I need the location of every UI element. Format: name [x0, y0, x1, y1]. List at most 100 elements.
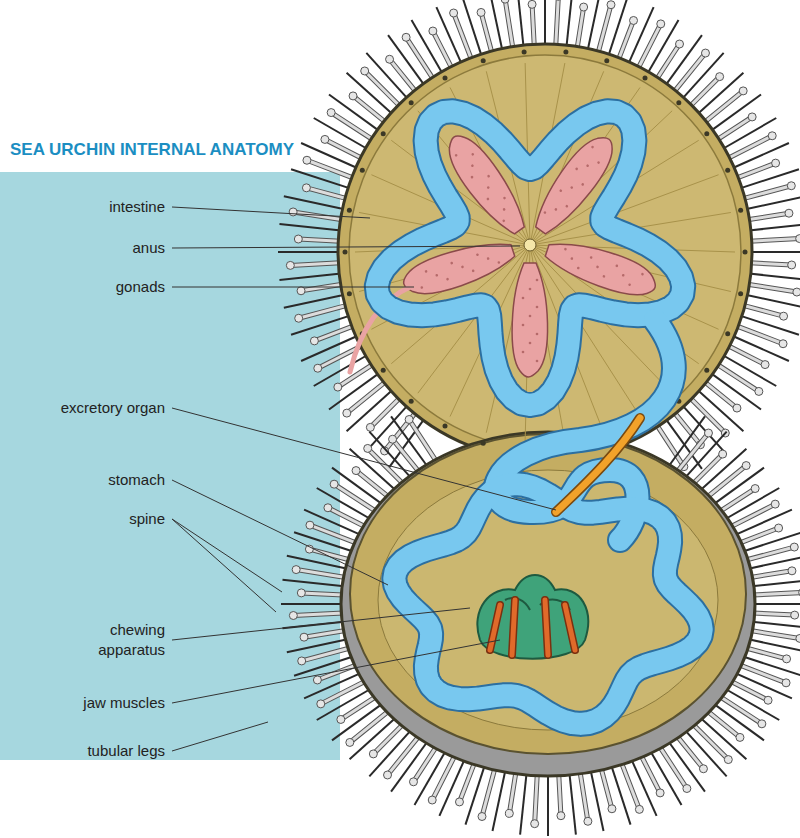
tube-foot: [406, 37, 433, 79]
part-label: jaw muscles: [10, 693, 165, 713]
tube-foot-tip: [294, 235, 302, 243]
spine: [631, 759, 656, 816]
tube-foot: [707, 711, 740, 737]
tube-foot: [368, 448, 403, 483]
part-label: anus: [10, 238, 165, 258]
part-label: stomach: [10, 470, 165, 490]
tube-foot-tip: [386, 55, 394, 63]
tube-foot-tip: [428, 796, 436, 804]
spine: [301, 143, 358, 168]
tube-foot: [720, 489, 755, 512]
tube-foot-tip: [772, 159, 780, 167]
tube-foot: [717, 364, 759, 391]
tube-foot: [677, 736, 703, 769]
part-label: tubular legs: [10, 741, 165, 761]
tube-foot-tip: [352, 467, 360, 475]
tube-foot: [746, 648, 787, 659]
tube-foot: [505, 0, 513, 49]
rim-dot: [676, 100, 681, 105]
tube-foot: [731, 504, 776, 527]
tube-foot: [750, 239, 800, 242]
tube-foot: [747, 284, 796, 292]
tube-foot: [739, 665, 786, 683]
tube-foot: [310, 525, 357, 543]
gonad-texture: [522, 324, 525, 327]
tube-foot: [580, 772, 588, 821]
tube-foot: [747, 213, 788, 220]
tube-foot: [454, 13, 472, 60]
tube-foot-tip: [788, 261, 796, 269]
tube-foot-tip: [366, 423, 374, 431]
tube-foot: [720, 489, 755, 512]
tube-foot: [350, 711, 389, 742]
tube-foot: [331, 113, 373, 140]
leader-line: [172, 408, 556, 510]
gonad-texture: [486, 197, 490, 201]
spines: [278, 0, 800, 836]
gonad-texture: [470, 175, 474, 179]
spine: [462, 0, 481, 56]
tube-foot: [717, 117, 752, 140]
tube-foot-tip: [761, 361, 769, 369]
spine: [520, 773, 526, 835]
gonad-texture: [471, 164, 475, 168]
spine: [569, 773, 575, 835]
tube-foot: [690, 77, 720, 107]
tube-foot: [306, 188, 347, 199]
tube-foot: [341, 697, 376, 720]
gonad-texture: [536, 306, 539, 309]
gonad-texture: [570, 257, 573, 260]
tube-foot-tip: [528, 0, 536, 8]
spine: [517, 0, 523, 47]
leader-line: [172, 287, 414, 288]
tube-foot: [674, 53, 705, 92]
gonad-texture: [503, 196, 507, 200]
tube-foot-tip: [402, 33, 410, 41]
gonad-texture: [602, 275, 605, 278]
tube-foot-tip: [683, 785, 691, 793]
tube-foot: [334, 484, 376, 511]
tube-foot: [750, 263, 792, 265]
tube-foot: [704, 91, 743, 122]
tube-foot-tip: [337, 715, 345, 723]
tube-foot: [728, 136, 773, 159]
spine: [746, 196, 800, 209]
leader-line: [172, 480, 388, 585]
spine: [752, 580, 800, 586]
gonad-texture: [446, 278, 449, 281]
spine: [547, 774, 549, 836]
tube-foot: [747, 213, 788, 220]
tube-foot-tip: [788, 567, 796, 575]
spine: [628, 7, 653, 64]
tube-foot: [334, 484, 376, 511]
tube-foot-tip: [780, 312, 788, 320]
tube-foot-tip: [286, 261, 294, 269]
rim-dot: [481, 441, 486, 446]
gonad-texture: [522, 297, 525, 300]
tube-foot: [353, 96, 386, 122]
tube-foot: [693, 724, 728, 759]
tube-foot: [704, 382, 737, 408]
tube-foot-tip: [704, 429, 712, 437]
gonad-texture: [581, 183, 585, 187]
rim-dot: [704, 368, 709, 373]
spine: [611, 766, 630, 825]
tube-foot: [373, 724, 403, 754]
gonad-texture: [472, 269, 475, 272]
tube-foot: [717, 117, 752, 140]
tube-foot: [657, 44, 680, 79]
tube-foot: [454, 13, 472, 60]
chewing-apparatus: [477, 575, 588, 659]
tube-foot: [750, 571, 791, 578]
tube-foot: [338, 364, 373, 387]
tube-foot: [482, 768, 495, 816]
part-label: chewing apparatus: [65, 620, 165, 661]
tube-foot-tip: [369, 750, 377, 758]
gonad-texture: [536, 279, 539, 282]
tube-foot-tip: [554, 0, 562, 1]
tube-foot-tip: [724, 756, 732, 764]
spine: [752, 622, 800, 628]
tube-foot-tip: [405, 415, 413, 423]
tube-foot: [535, 774, 538, 824]
tube-foot-tip: [739, 87, 747, 95]
